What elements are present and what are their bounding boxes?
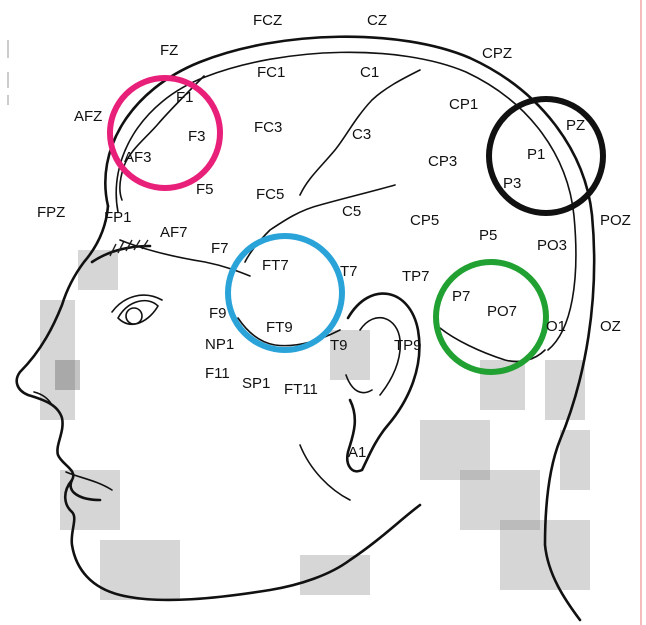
electrode-label: SP1 bbox=[242, 375, 270, 392]
electrode-label: F3 bbox=[188, 128, 206, 145]
electrode-label: A1 bbox=[348, 444, 366, 461]
electrode-label: CP1 bbox=[449, 96, 478, 113]
electrode-label: P7 bbox=[452, 288, 470, 305]
electrode-label: P5 bbox=[479, 227, 497, 244]
electrode-label: CP5 bbox=[410, 212, 439, 229]
electrode-label: F1 bbox=[176, 89, 194, 106]
electrode-label: CZ bbox=[367, 12, 387, 29]
electrode-labels: FCZ CZ FZ CPZ FC1 C1 AFZ F1 CP1 PZ FC3 C… bbox=[37, 12, 631, 461]
electrode-label: FZ bbox=[160, 42, 178, 59]
electrode-label: F9 bbox=[209, 305, 227, 322]
electrode-label: AF3 bbox=[124, 149, 152, 166]
electrode-label: F11 bbox=[205, 365, 230, 382]
electrode-label: O1 bbox=[546, 318, 566, 335]
electrode-label: FT7 bbox=[262, 257, 289, 274]
electrode-label: FC5 bbox=[256, 186, 284, 203]
electrode-label: PO7 bbox=[487, 303, 517, 320]
electrode-label: CPZ bbox=[482, 45, 512, 62]
electrode-label: FT9 bbox=[266, 319, 293, 336]
electrode-label: PO3 bbox=[537, 237, 567, 254]
electrode-label: NP1 bbox=[205, 336, 234, 353]
electrode-label: FCZ bbox=[253, 12, 282, 29]
electrode-label: POZ bbox=[600, 212, 631, 229]
eye bbox=[112, 295, 162, 324]
electrode-label: CP3 bbox=[428, 153, 457, 170]
electrode-label: FC1 bbox=[257, 64, 285, 81]
electrode-label: C3 bbox=[352, 126, 371, 143]
parietal-highlight-circle bbox=[489, 99, 603, 213]
electrode-label: P3 bbox=[503, 175, 521, 192]
electrode-label: PZ bbox=[566, 117, 585, 134]
electrode-label: FC3 bbox=[254, 119, 282, 136]
electrode-label: OZ bbox=[600, 318, 621, 335]
electrode-label: AFZ bbox=[74, 108, 102, 125]
neck-line bbox=[300, 445, 350, 500]
electrode-label: T7 bbox=[340, 263, 358, 280]
electrode-label: F7 bbox=[211, 240, 229, 257]
electrode-label: FT11 bbox=[284, 381, 318, 398]
electrode-label: C5 bbox=[342, 203, 361, 220]
electrode-label: P1 bbox=[527, 146, 545, 163]
electrode-label: TP7 bbox=[402, 268, 430, 285]
electrode-label: FPZ bbox=[37, 204, 65, 221]
electrode-label: C1 bbox=[360, 64, 379, 81]
electrode-label: T9 bbox=[330, 337, 348, 354]
electrode-label: F5 bbox=[196, 181, 214, 198]
electrode-label: TP9 bbox=[394, 337, 422, 354]
electrode-label: AF7 bbox=[160, 224, 188, 241]
electrode-label: FP1 bbox=[104, 209, 132, 226]
